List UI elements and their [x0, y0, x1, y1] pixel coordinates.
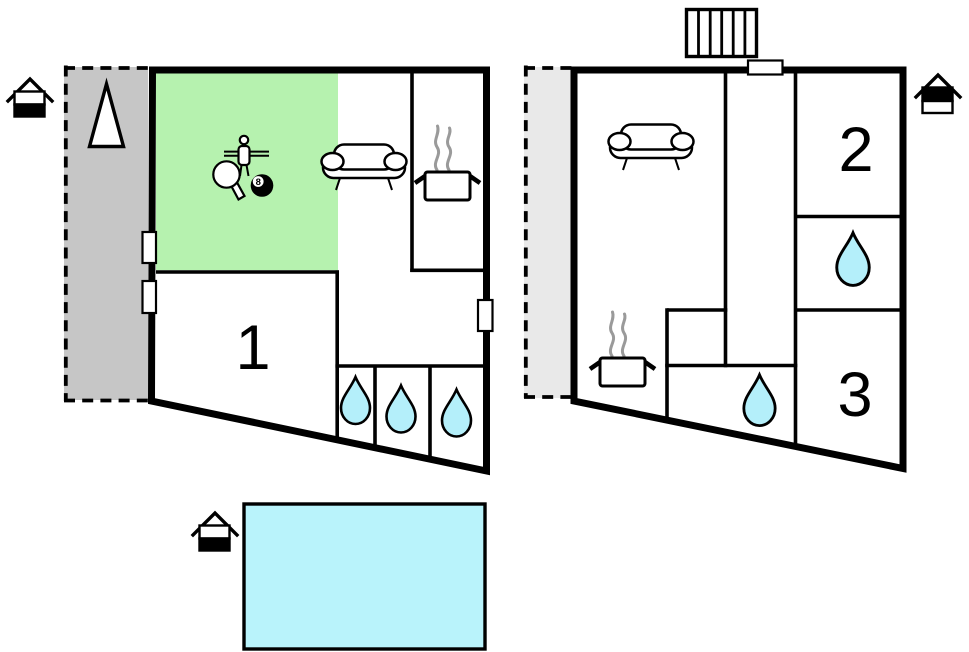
foosball-icon [224, 134, 269, 177]
door-right-wall [476, 298, 494, 333]
upper-floor-outline [570, 66, 907, 473]
swimming-pool [242, 502, 487, 651]
pool-area [242, 502, 487, 651]
upper-floor-inner-walls [665, 72, 901, 447]
room-2-label: 2 [838, 115, 873, 185]
north-triangle-icon [87, 77, 126, 149]
ground-floor-unit: 8 1 [63, 65, 494, 476]
house-entrance-pool-icon [191, 511, 239, 553]
room-1-label: 1 [235, 313, 270, 383]
door-stairs-entrance [746, 59, 784, 76]
stairs-icon [684, 7, 759, 59]
billiard-ball-icon: 8 [250, 174, 274, 197]
table-tennis-icon [212, 160, 246, 202]
upper-floor-unit: 2 3 [523, 7, 907, 473]
house-entrance-upper-icon [914, 73, 962, 115]
upper-terrace-area [524, 67, 573, 398]
door-terrace-games-room [141, 230, 158, 265]
ground-floor-inner-walls [156, 72, 485, 460]
room-3-label: 3 [837, 360, 872, 430]
door-terrace-room1 [141, 279, 158, 315]
house-entrance-ground-icon [6, 77, 54, 119]
billiard-ball-number: 8 [256, 177, 261, 188]
